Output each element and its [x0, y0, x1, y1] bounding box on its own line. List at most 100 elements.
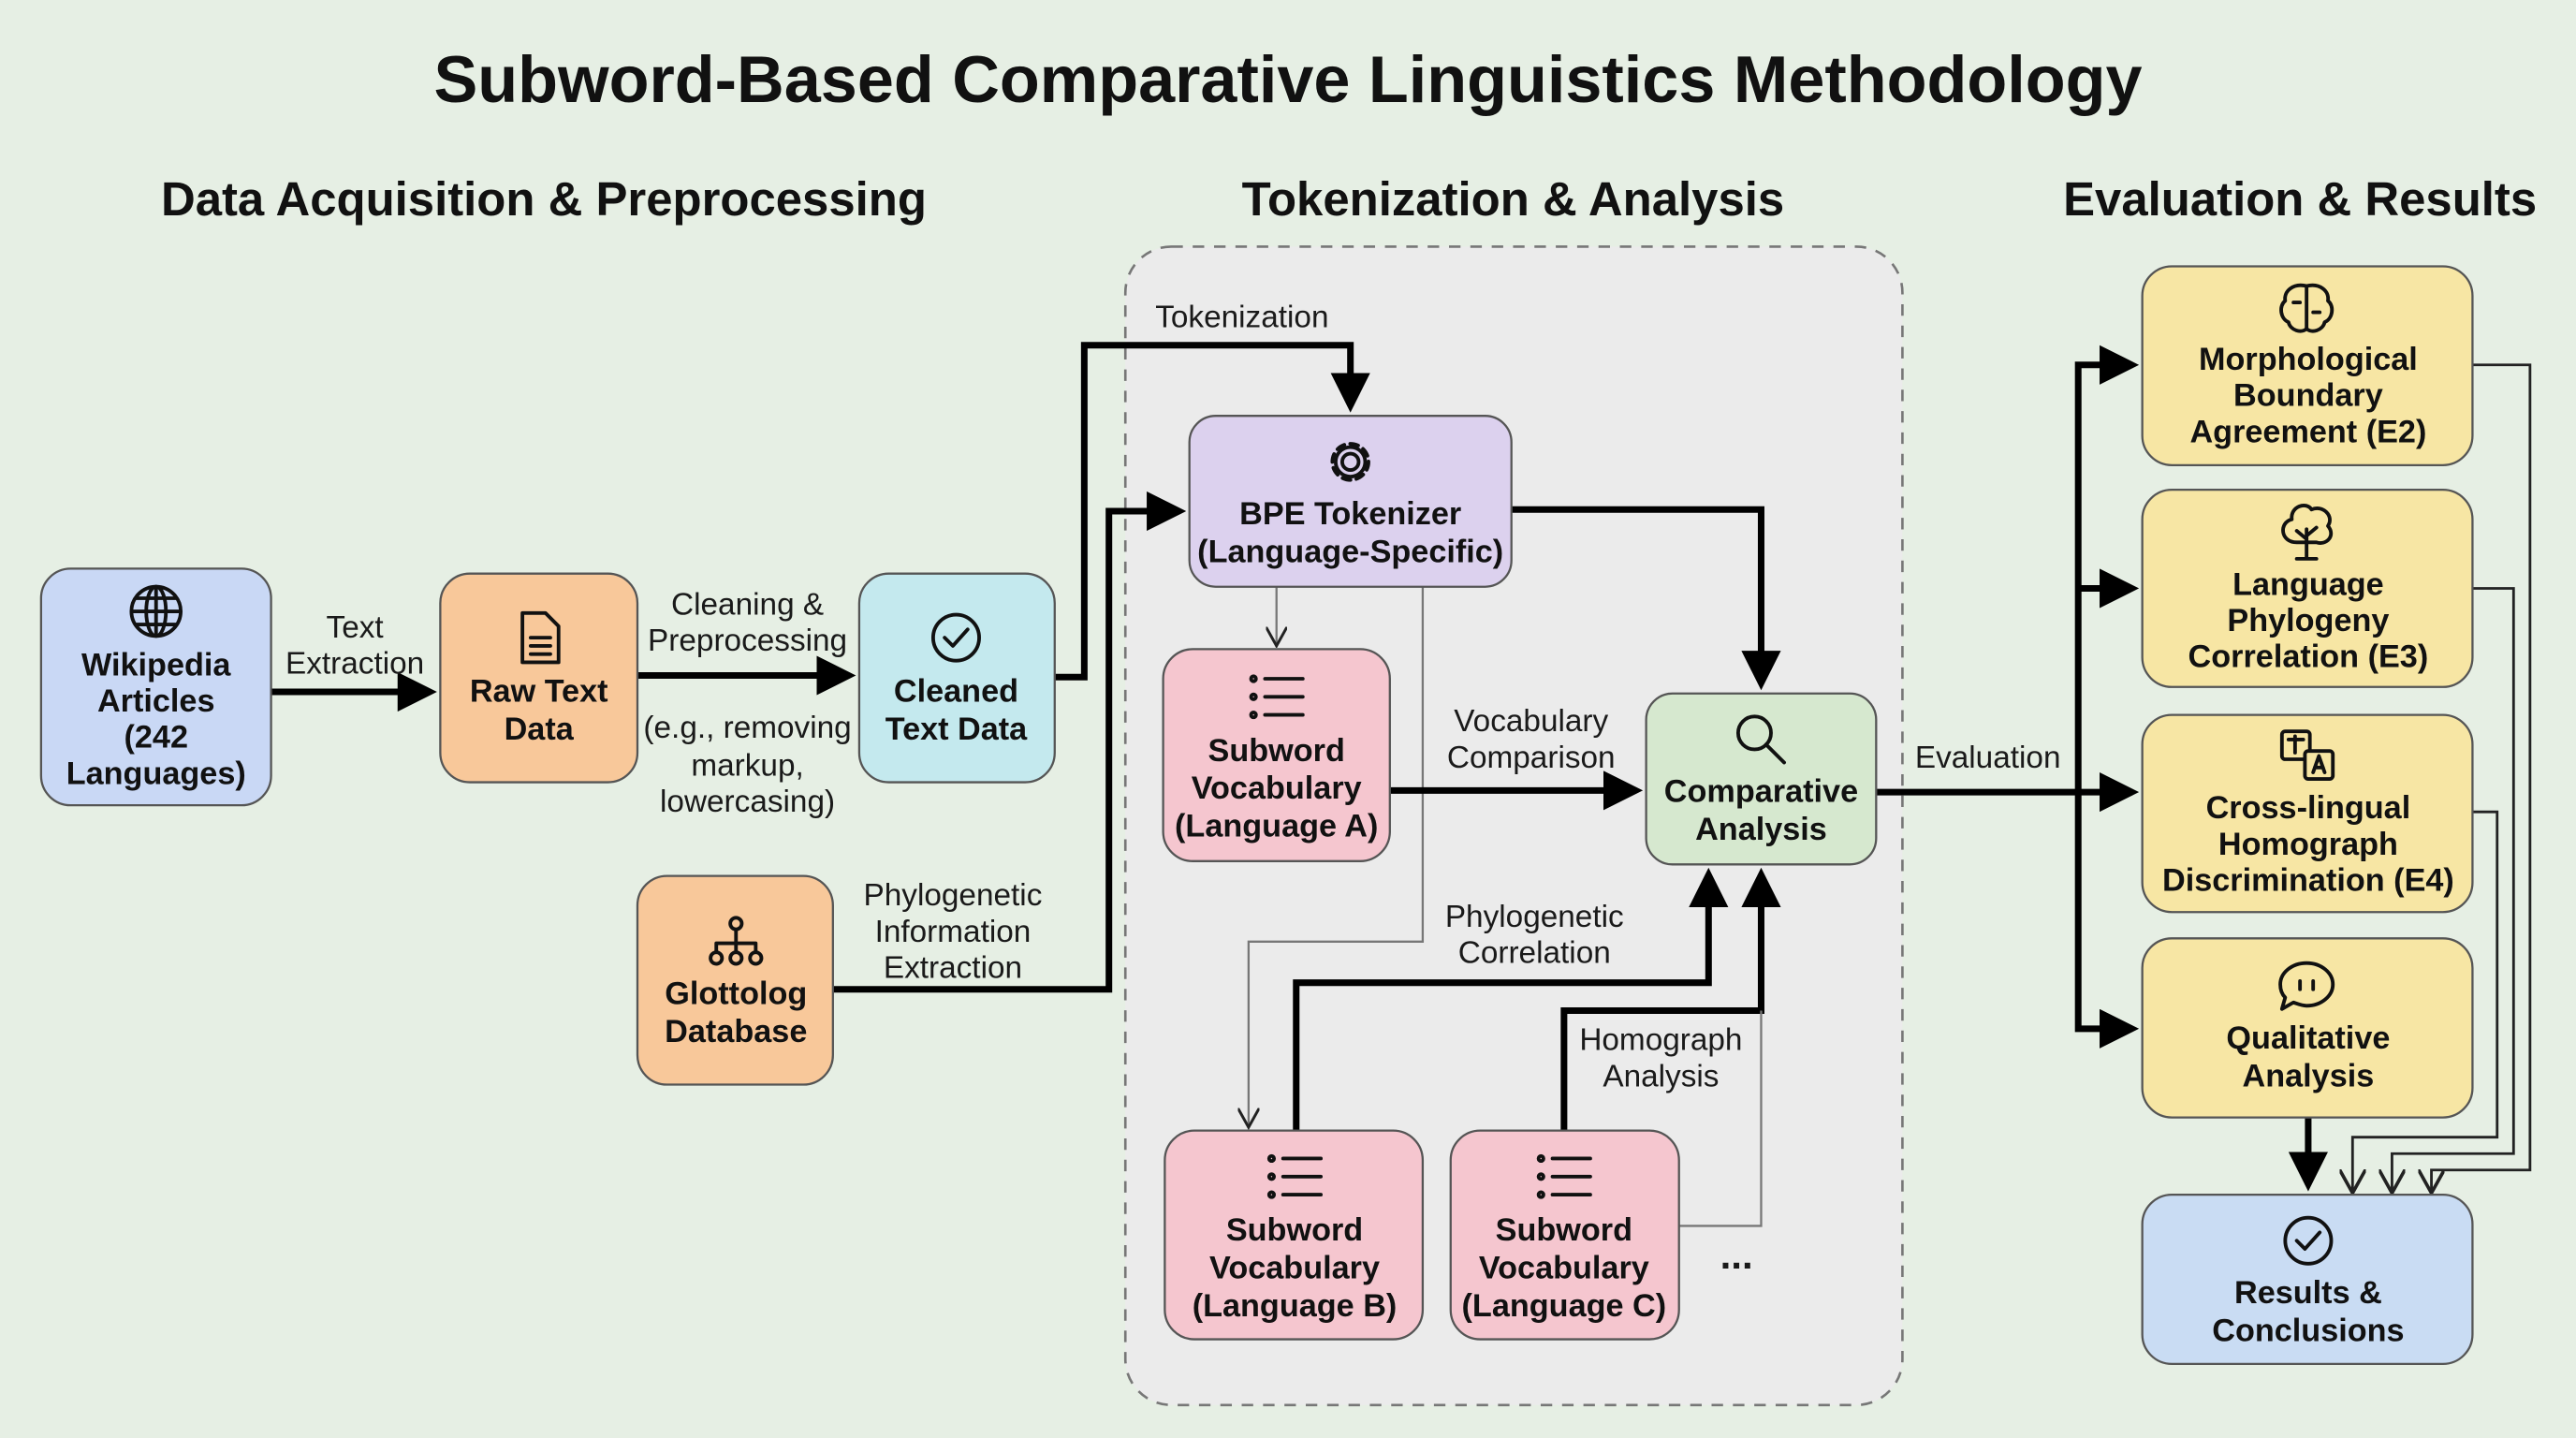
label-cleaning-note: markup,	[691, 749, 803, 784]
node-label: Languages)	[66, 756, 246, 791]
label-phylo-info: Information	[875, 915, 1032, 949]
brain-icon	[2279, 283, 2334, 333]
search-icon	[1735, 714, 1786, 765]
translate-icon	[2279, 729, 2335, 781]
label-homograph: Homograph	[1579, 1023, 1742, 1058]
label-phylo-corr: Phylogenetic	[1445, 900, 1624, 934]
label-text-extraction: Text	[327, 610, 385, 645]
tree-icon	[2281, 504, 2334, 561]
node-label: Language	[2232, 566, 2384, 602]
node-label: Discrimination (E4)	[2162, 862, 2454, 898]
node-label: Boundary	[2233, 378, 2383, 414]
node-wikipedia[interactable]: Wikipedia Articles (242 Languages)	[39, 567, 272, 807]
speech-bubble-icon	[2278, 961, 2335, 1011]
node-subword-b[interactable]: Subword Vocabulary (Language B)	[1164, 1129, 1425, 1341]
label-cleaning-note: (e.g., removing	[643, 711, 851, 745]
label-evaluation: Evaluation	[1915, 741, 2061, 775]
label-text-extraction: Extraction	[285, 647, 424, 682]
node-label: Text Data	[886, 712, 1028, 747]
edge-e4-results	[2352, 810, 2499, 1193]
node-label: Cleaned	[894, 674, 1018, 710]
node-label: Subword	[1226, 1212, 1363, 1248]
node-label: Comparative	[1664, 774, 1858, 810]
node-label: (Language-Specific)	[1197, 534, 1503, 569]
label-cleaning-note: lowercasing)	[660, 785, 835, 819]
node-label: Glottolog	[665, 976, 807, 1012]
node-label: Subword	[1496, 1212, 1632, 1248]
edge-bpe-comparative	[1511, 506, 1781, 691]
section-data-acquisition: Data Acquisition & Preprocessing	[161, 172, 927, 226]
node-label: Subword	[1208, 733, 1345, 769]
node-label: Raw Text	[470, 674, 608, 710]
node-label: Wikipedia	[81, 647, 231, 682]
label-phylo-info: Extraction	[884, 950, 1022, 985]
label-tokenization: Tokenization	[1155, 300, 1328, 334]
label-cleaning: Preprocessing	[648, 624, 847, 658]
node-label: Vocabulary	[1209, 1251, 1380, 1286]
node-label: (Language A)	[1175, 808, 1378, 844]
label-cleaning: Cleaning &	[671, 588, 824, 623]
node-label: Morphological	[2199, 342, 2418, 377]
label-phylo-info: Phylogenetic	[864, 878, 1043, 913]
node-label: (Language B)	[1193, 1288, 1398, 1324]
edge-e3-results	[2392, 587, 2515, 1193]
label-homograph: Analysis	[1603, 1059, 1719, 1093]
edge-subword-c-side	[1678, 1010, 1763, 1227]
gear-icon	[1330, 442, 1370, 482]
list-icon	[1536, 1153, 1592, 1199]
node-results-conclusions[interactable]: Results & Conclusions	[2141, 1193, 2474, 1366]
check-circle-icon	[930, 612, 981, 663]
node-label: Vocabulary	[1479, 1251, 1649, 1286]
node-subword-a[interactable]: Subword Vocabulary (Language A)	[1162, 648, 1391, 862]
edge-bpe-subword-b	[1249, 586, 1425, 1127]
node-comparative-analysis[interactable]: Comparative Analysis	[1645, 692, 1878, 866]
node-label: Cross-lingual	[2206, 790, 2411, 826]
edge-eval-qualitative	[2074, 792, 2140, 1049]
diagram-title: Subword-Based Comparative Linguistics Me…	[433, 42, 2142, 116]
node-label: (242	[124, 720, 188, 756]
node-label: Correlation (E3)	[2188, 639, 2429, 675]
document-icon	[520, 610, 561, 665]
node-label: (Language C)	[1462, 1288, 1667, 1324]
edge-eval-e2	[2074, 345, 2140, 793]
node-label: Analysis	[1695, 812, 1827, 847]
hierarchy-icon	[709, 916, 764, 966]
globe-icon	[129, 584, 183, 638]
node-qualitative-analysis[interactable]: Qualitative Analysis	[2141, 937, 2474, 1119]
edges	[271, 342, 2532, 1227]
label-more-languages: ...	[1720, 1233, 1753, 1277]
node-label: Qualitative	[2226, 1020, 2390, 1056]
label-phylo-corr: Correlation	[1458, 936, 1611, 971]
node-subword-c[interactable]: Subword Vocabulary (Language C)	[1449, 1129, 1680, 1341]
edge-labels: Text Extraction Cleaning & Preprocessing…	[285, 300, 2060, 1277]
node-label: Homograph	[2218, 827, 2398, 862]
edge-subword-c-comparative	[1560, 867, 1781, 1131]
node-label: Database	[665, 1014, 807, 1049]
node-label: Analysis	[2243, 1058, 2375, 1093]
edge-cleaned-bpe	[1054, 342, 1370, 681]
node-label: Conclusions	[2212, 1313, 2404, 1348]
node-label: Articles	[97, 683, 215, 719]
edge-glottolog-bpe	[832, 491, 1187, 993]
edge-e2-results	[2432, 363, 2532, 1194]
node-cleaned-text[interactable]: Cleaned Text Data	[857, 572, 1056, 784]
label-vocab-comparison: Comparison	[1447, 741, 1616, 775]
list-icon	[1249, 674, 1305, 720]
node-phylogeny-e3[interactable]: Language Phylogeny Correlation (E3)	[2141, 489, 2474, 688]
check-circle-icon	[2283, 1215, 2334, 1266]
node-bpe-tokenizer[interactable]: BPE Tokenizer (Language-Specific)	[1188, 415, 1513, 588]
node-raw-text[interactable]: Raw Text Data	[439, 572, 639, 784]
label-vocab-comparison: Vocabulary	[1454, 704, 1608, 739]
list-icon	[1266, 1153, 1324, 1199]
node-homograph-e4[interactable]: Cross-lingual Homograph Discrimination (…	[2141, 713, 2474, 914]
node-label: Agreement (E2)	[2189, 414, 2426, 449]
node-label: Phylogeny	[2227, 603, 2389, 638]
edge-subword-b-comparative	[1293, 867, 1729, 1131]
node-label: Vocabulary	[1192, 770, 1362, 806]
node-label: BPE Tokenizer	[1239, 496, 1461, 532]
node-morphological-e2[interactable]: Morphological Boundary Agreement (E2)	[2141, 265, 2474, 466]
node-label: Data	[505, 712, 575, 747]
node-glottolog[interactable]: Glottolog Database	[636, 874, 834, 1086]
section-evaluation: Evaluation & Results	[2063, 172, 2537, 226]
